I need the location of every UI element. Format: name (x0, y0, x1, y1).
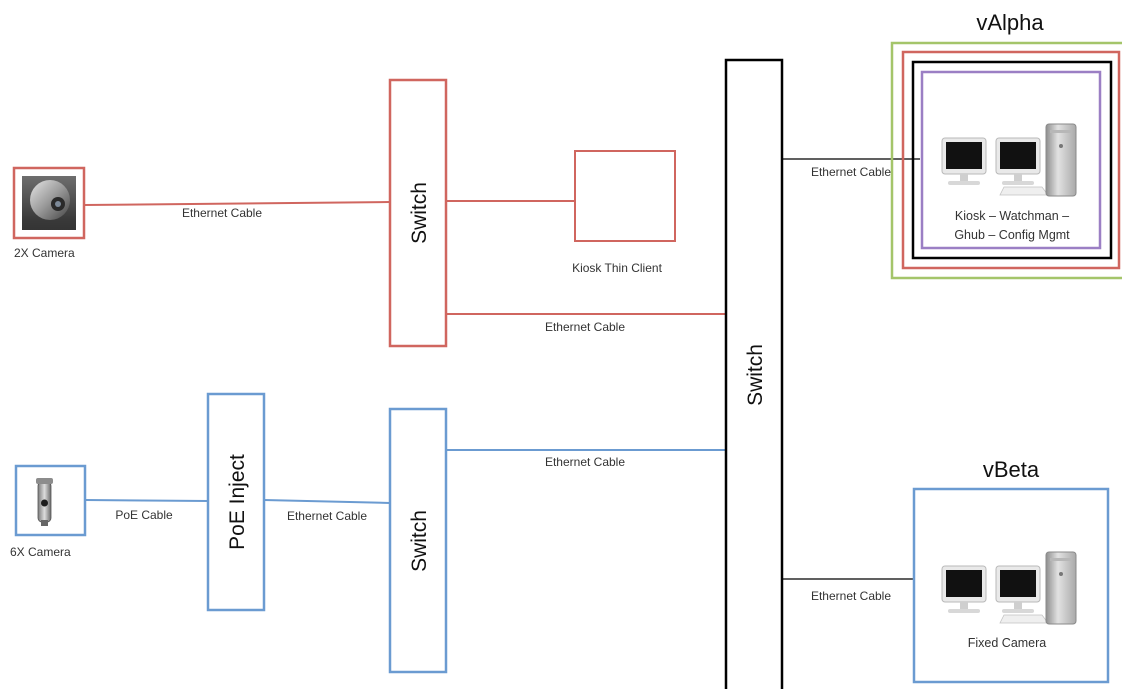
bullet-camera-icon (36, 478, 53, 526)
camera-6x-label: 6X Camera (10, 545, 71, 559)
valpha-server: vAlpha Kiosk – Watchman – Ghub – Config … (890, 10, 1122, 280)
label-core-valpha: Ethernet Cable (811, 165, 891, 179)
label-switch-blue-core: Ethernet Cable (545, 455, 625, 469)
valpha-green-frame (890, 41, 1122, 280)
link-labels: Ethernet Cable Ethernet Cable PoE Cable … (115, 165, 891, 603)
vbeta-blue-frame (912, 487, 1110, 684)
switch-red-label: Switch (408, 182, 431, 244)
kiosk-thin-client-label: Kiosk Thin Client (572, 261, 662, 275)
valpha-line1: Kiosk – Watchman – (955, 209, 1069, 223)
vbeta-title: vBeta (983, 457, 1040, 482)
vbeta-line1: Fixed Camera (968, 636, 1047, 650)
label-cam2x-switch-red: Ethernet Cable (182, 206, 262, 220)
poe-inject-label: PoE Inject (226, 454, 249, 550)
ptz-camera-icon (22, 176, 76, 230)
link-cam2x-switch-red (83, 201, 391, 206)
workstations-icon (941, 123, 1077, 197)
valpha-purple-frame (920, 70, 1102, 250)
camera-2x: 2X Camera (12, 166, 86, 260)
label-cam6x-poe: PoE Cable (115, 508, 173, 522)
link-cam6x-poe (84, 499, 209, 502)
switch-core-label: Switch (744, 344, 767, 406)
switch-blue-label: Switch (408, 510, 431, 572)
valpha-red-frame (901, 50, 1121, 270)
valpha-black-frame (911, 60, 1113, 260)
camera-2x-label: 2X Camera (14, 246, 75, 260)
switch-red: Switch (388, 78, 448, 348)
camera-6x: 6X Camera (10, 464, 87, 559)
valpha-line2: Ghub – Config Mgmt (954, 228, 1070, 242)
poe-inject: PoE Inject (206, 392, 266, 612)
valpha-title: vAlpha (976, 10, 1044, 35)
label-poe-switch-blue: Ethernet Cable (287, 509, 367, 523)
label-core-vbeta: Ethernet Cable (811, 589, 891, 603)
label-switch-red-core: Ethernet Cable (545, 320, 625, 334)
workstations-icon (941, 551, 1077, 625)
switch-core: Switch (724, 58, 784, 689)
link-poe-switch-blue (263, 499, 391, 504)
kiosk-thin-client: Kiosk Thin Client (572, 150, 676, 275)
vbeta-server: vBeta Fixed Camera (912, 457, 1110, 684)
switch-blue: Switch (388, 407, 448, 674)
connections (83, 158, 920, 580)
